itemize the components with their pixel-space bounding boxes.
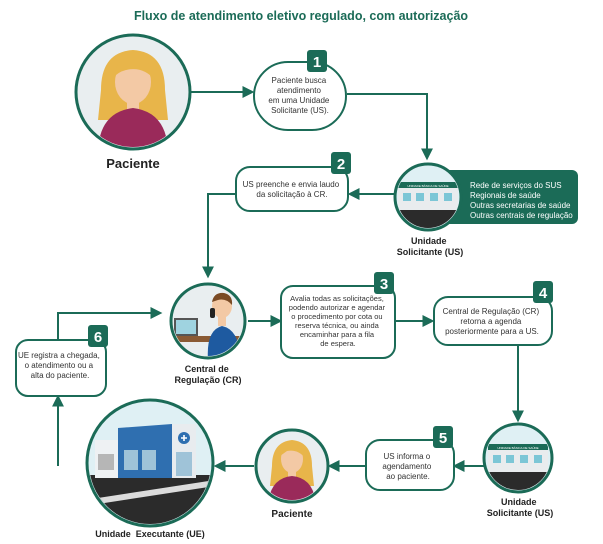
cr-label: Central de	[185, 364, 229, 374]
patient-bottom: Paciente	[254, 428, 330, 520]
svg-text:Paciente busca atendimen: Paciente busca atendimento em uma Unidad…	[268, 76, 331, 115]
us-top-label: Unidade	[411, 236, 447, 246]
step-3-bubble	[280, 285, 396, 359]
network-panel: Rede de serviços do SUS Regionais de saú…	[440, 170, 578, 224]
network-item: Outras secretarias de saúde	[470, 201, 571, 210]
step-2-line: US preenche e envia laudo	[243, 180, 340, 189]
step-3-line: Avalia todas as solicitações,	[290, 294, 384, 303]
step-1-line: em uma Unidade	[268, 96, 329, 105]
us-bottom: UNIDADE BÁSICA DE SAÚDE Unidade Solicita…	[482, 422, 554, 518]
svg-text:UE registra a chegada, o: UE registra a chegada, o atendimento ou …	[18, 351, 102, 380]
diagram-title: Fluxo de atendimento eletivo regulado, c…	[134, 9, 468, 23]
step-6-number: 6	[94, 329, 102, 346]
step-5-line: agendamento	[382, 462, 431, 471]
step-5-line: ao paciente.	[386, 472, 430, 481]
us-top-label: Solicitante (US)	[397, 247, 464, 257]
arrow-step1-to-us	[347, 93, 433, 161]
svg-text:US informa o agendamento: US informa o agendamento ao paciente.	[382, 452, 433, 481]
step-1-badge	[307, 50, 327, 72]
step-4-badge	[533, 281, 553, 303]
svg-text:Central de Regulação (CR): Central de Regulação (CR) retorna a agen…	[443, 307, 542, 336]
us-bottom-sign: UNIDADE BÁSICA DE SAÚDE	[497, 445, 538, 450]
step-2-number: 2	[337, 156, 345, 173]
network-box	[440, 170, 578, 224]
step-3-line: encaminhar para a fila	[300, 330, 375, 339]
network-item: Regionais de saúde	[470, 191, 541, 200]
step-5-line: US informa o	[384, 452, 431, 461]
step-4-line: posteriormente para a US.	[445, 327, 539, 336]
svg-text:US preenche e envia laudo: US preenche e envia laudo da solicitação…	[243, 180, 342, 199]
step-6-line: o atendimento ou a	[25, 361, 94, 370]
step-1-line: Paciente busca	[272, 76, 327, 85]
us-bottom-label: Unidade	[501, 497, 537, 507]
step-1-line: Solicitante (US).	[271, 106, 329, 115]
step-2-badge	[331, 152, 351, 174]
arrow-step2-to-cr	[202, 193, 236, 279]
us-bottom-label: Solicitante (US)	[487, 508, 554, 518]
step-3-line: o procedimento por cota ou	[291, 312, 382, 321]
step-3-number: 3	[380, 276, 388, 293]
step-2-line: da solicitação à CR.	[256, 190, 327, 199]
cr-label: Regulação (CR)	[174, 375, 241, 385]
step-4-line: retorna a agenda	[460, 317, 521, 326]
step-2-bubble	[235, 166, 349, 212]
step-3: 3 Avalia todas as solicitações, podendo …	[280, 272, 396, 359]
network-item: Outras centrais de regulação	[470, 211, 573, 220]
step-5-bubble	[365, 439, 455, 491]
cr-actor: Central de Regulação (CR)	[169, 282, 247, 385]
step-5-number: 5	[439, 430, 447, 447]
arrow-step6-to-cr	[57, 307, 163, 340]
patient-top-label: Paciente	[106, 156, 159, 171]
step-1-bubble	[253, 61, 347, 131]
step-3-line: reserva técnica, ou ainda	[295, 321, 380, 330]
step-3-badge	[374, 272, 394, 294]
step-5-badge	[433, 426, 453, 448]
step-1-line: atendimento	[277, 86, 322, 95]
step-1: 1 Paciente busca atendimento em uma Unid…	[253, 50, 347, 131]
patient-bottom-label: Paciente	[271, 509, 313, 520]
step-6-bubble	[15, 339, 107, 397]
svg-text:Central de Regulação (CR: Central de Regulação (CR)	[174, 364, 241, 385]
step-6-line: UE registra a chegada,	[18, 351, 100, 360]
svg-text:Avalia todas as solicitações,: Avalia todas as solicitações, podendo au…	[289, 294, 387, 348]
step-4-line: Central de Regulação (CR)	[443, 307, 540, 316]
step-1-number: 1	[313, 54, 321, 71]
step-2: 2 US preenche e envia laudo da solicitaç…	[235, 152, 351, 212]
step-6-line: alta do paciente.	[31, 371, 90, 380]
step-4-number: 4	[539, 285, 548, 302]
step-3-line: podendo autorizar e agendar	[289, 303, 386, 312]
svg-text:Rede de serviços do SUS: Rede de serviços do SUS Regionais de saú…	[470, 181, 573, 220]
connectors	[52, 86, 524, 472]
us-top-sign: UNIDADE BÁSICA DE SAÚDE	[407, 183, 448, 188]
step-4-bubble	[433, 296, 553, 346]
patient-top: Paciente	[74, 33, 192, 171]
step-3-line: de espera.	[320, 339, 355, 348]
svg-text:Unidade Solicitante (US): Unidade Solicitante (US)	[397, 236, 464, 257]
ue-actor: Unidade Executante (UE)	[85, 398, 215, 539]
us-top: UNIDADE BÁSICA DE SAÚDE Unidade Solicita…	[393, 162, 464, 257]
step-4: 4 Central de Regulação (CR) retorna a ag…	[433, 281, 553, 346]
step-6-badge	[88, 325, 108, 347]
svg-text:Unidade Solicitante (US): Unidade Solicitante (US)	[487, 497, 554, 518]
step-6: 6 UE registra a chegada, o atendimento o…	[15, 325, 108, 397]
ue-label: Unidade Executante (UE)	[95, 529, 205, 539]
network-item: Rede de serviços do SUS	[470, 181, 562, 190]
step-5: 5 US informa o agendamento ao paciente.	[365, 426, 455, 491]
